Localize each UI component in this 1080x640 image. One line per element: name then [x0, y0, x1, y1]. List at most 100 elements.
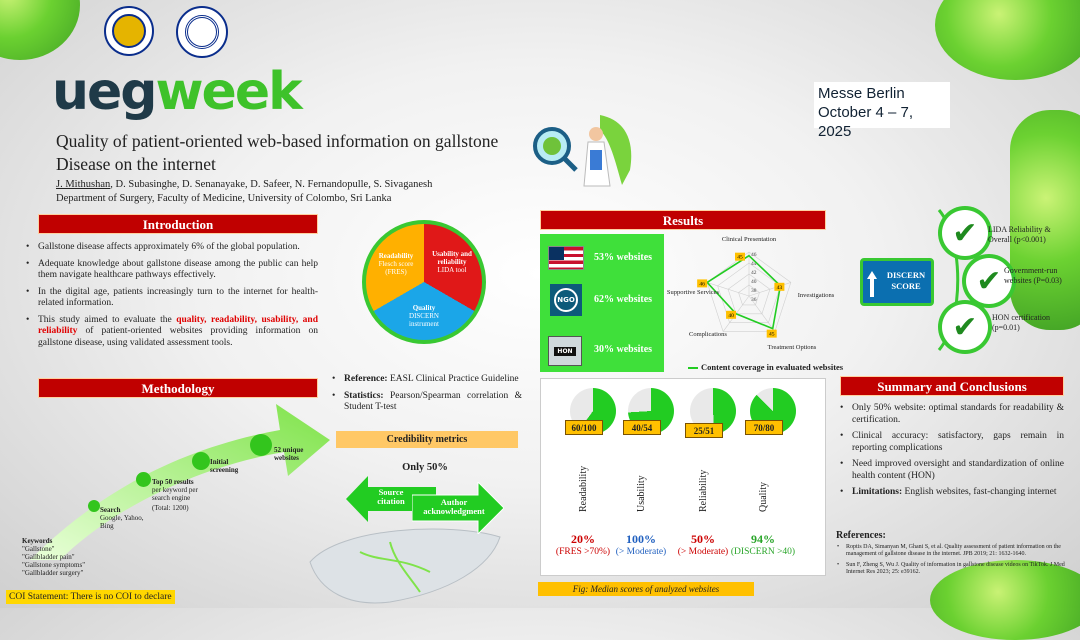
summary-heading: Summary and Conclusions — [840, 376, 1064, 396]
ngo-icon: NGO — [550, 284, 582, 316]
radar-data-label: 45 — [735, 252, 745, 261]
doctor-magnifier-illustration — [533, 115, 632, 187]
score-label-quality: 70/80 — [745, 420, 783, 435]
discern-score-label: DISCERN SCORE — [886, 270, 926, 291]
svg-text:46: 46 — [699, 281, 705, 287]
category-label-quality: Quality — [758, 482, 769, 512]
radar-tick-label: 36 — [751, 297, 757, 303]
faculty-seal-icon — [176, 6, 228, 58]
radar-axis-label: Treatment Options — [768, 344, 817, 351]
flow-step-4-dot — [250, 434, 272, 456]
ueg-week-logo: uegweek — [52, 62, 303, 122]
svg-text:45: 45 — [737, 255, 743, 261]
threshold-reliability: (> Moderate) — [677, 547, 729, 557]
coi-statement: COI Statement: There is no COI to declar… — [6, 590, 175, 604]
percent-reliability: 50% — [691, 532, 715, 546]
radar-tick-label: 46 — [751, 252, 757, 258]
percent-quality: 94% — [751, 532, 775, 546]
radar-data-label: 43 — [774, 282, 785, 291]
credibility-only: Only 50% — [402, 462, 448, 473]
flow-step-1-dot — [88, 500, 100, 512]
flow-step-3: Initial screening — [210, 458, 239, 474]
category-label-reliability: Reliability — [698, 469, 709, 512]
check-label-3: HON certification (p=0.01) — [992, 313, 1050, 332]
summary-bullet-2: Clinical accuracy: satisfactory, gaps re… — [838, 431, 1064, 454]
references-list: •Roptis DA, Simanyan M, Ghani S, et al. … — [836, 544, 1072, 576]
flow-step-4: 52 unique websites — [274, 446, 304, 462]
radar-series-line — [705, 254, 782, 330]
tools-pie — [362, 220, 486, 344]
radar-tick-label: 38 — [751, 288, 757, 294]
venue-name: Messe Berlin — [818, 85, 905, 102]
introduction-heading: Introduction — [38, 214, 318, 234]
svg-text:45: 45 — [769, 332, 775, 338]
method-statistics: Statistics: Pearson/Spearman correlation… — [330, 391, 522, 414]
reference-2: •Sun F, Zheng S, Wu J. Quality of inform… — [837, 562, 1065, 575]
svg-text:43: 43 — [777, 285, 783, 291]
university-seal-icon — [104, 6, 154, 56]
us-flag-icon — [548, 246, 584, 270]
score-label-readability: 60/100 — [565, 420, 603, 435]
authors: J. Mithushan, D. Subasinghe, D. Senanaya… — [56, 179, 433, 190]
intro-bullet-1: Gallstone disease affects approximately … — [24, 242, 318, 254]
radar-data-label: 45 — [766, 329, 777, 338]
check-icon-2: ✔ — [966, 258, 1012, 304]
stat-hon: 30% websites — [594, 344, 653, 355]
intro-bullet-4: This study aimed to evaluate the quality… — [24, 315, 318, 350]
svg-text:40: 40 — [728, 313, 734, 319]
radar-tick-label: 42 — [751, 270, 757, 276]
radar-axis-label: Clinical Presentation — [722, 236, 777, 243]
references-heading: References: — [836, 530, 886, 541]
check-icon-3: ✔ — [942, 304, 988, 350]
median-scores-caption: Fig: Median scores of analyzed websites — [538, 582, 754, 596]
check-label-1: LIDA Reliability & Overall (p<0.001) — [988, 225, 1051, 244]
content-coverage-radar: 46 44 42 40 38 36 Clinical PresentationInvesti… — [667, 236, 834, 351]
radar-axis-label: Supportive Services — [667, 289, 720, 296]
summary-list: Only 50% website: optimal standards for … — [838, 403, 1064, 504]
results-heading: Results — [540, 210, 826, 230]
category-label-usability: Usability — [636, 475, 647, 512]
threshold-quality: (DISCERN >40) — [730, 547, 796, 557]
stat-ngo: 62% websites — [594, 294, 653, 305]
source-citation-label: Source citation — [377, 487, 405, 506]
radar-data-label: 46 — [697, 279, 708, 288]
methodology-heading: Methodology — [38, 378, 318, 398]
hon-icon: HON — [548, 336, 582, 366]
summary-bullet-4: Limitations: English websites, fast-chan… — [838, 487, 1064, 499]
stat-government: 53% websites — [594, 252, 653, 263]
radar-tick-label: 44 — [751, 261, 757, 267]
threshold-readability: (FRES >70%) — [555, 547, 611, 557]
flow-step-2-dot — [136, 472, 151, 487]
radar-tick-label: 40 — [751, 279, 757, 285]
method-reference: Reference: EASL Clinical Practice Guidel… — [330, 374, 522, 386]
radar-axis-label: Investigations — [798, 292, 834, 299]
credibility-heading: Credibility metrics — [336, 431, 518, 448]
poster-title: Quality of patient-oriented web-based in… — [56, 131, 499, 174]
introduction-list: Gallstone disease affects approximately … — [24, 242, 318, 354]
score-label-usability: 40/54 — [623, 420, 661, 435]
radar-data-label: 40 — [726, 310, 737, 319]
author-acknowledgment-label: Author acknowledgment — [423, 497, 485, 516]
methodology-list: Reference: EASL Clinical Practice Guidel… — [330, 374, 522, 419]
summary-bullet-1: Only 50% website: optimal standards for … — [838, 403, 1064, 426]
decor-blob-topright — [935, 0, 1080, 80]
summary-bullet-3: Need improved oversight and standardizat… — [838, 459, 1064, 482]
category-label-readability: Readability — [578, 465, 589, 512]
decor-blob-right — [1010, 110, 1080, 330]
affiliation: Department of Surgery, Faculty of Medici… — [56, 193, 392, 204]
intro-bullet-2: Adequate knowledge about gallstone disea… — [24, 259, 318, 282]
intro-bullet-3: In the digital age, patients increasingl… — [24, 287, 318, 310]
check-icon-1: ✔ — [942, 210, 988, 256]
decor-blob-topleft — [0, 0, 80, 60]
reference-1: •Roptis DA, Simanyan M, Ghani S, et al. … — [837, 544, 1061, 557]
venue-dates: October 4 – 7, 2025 — [818, 104, 914, 140]
discern-score-box: DISCERN SCORE — [860, 258, 934, 306]
percent-readability: 20% — [571, 532, 595, 546]
liver-illustration — [309, 528, 501, 604]
threshold-usability: (> Moderate) — [615, 547, 667, 557]
